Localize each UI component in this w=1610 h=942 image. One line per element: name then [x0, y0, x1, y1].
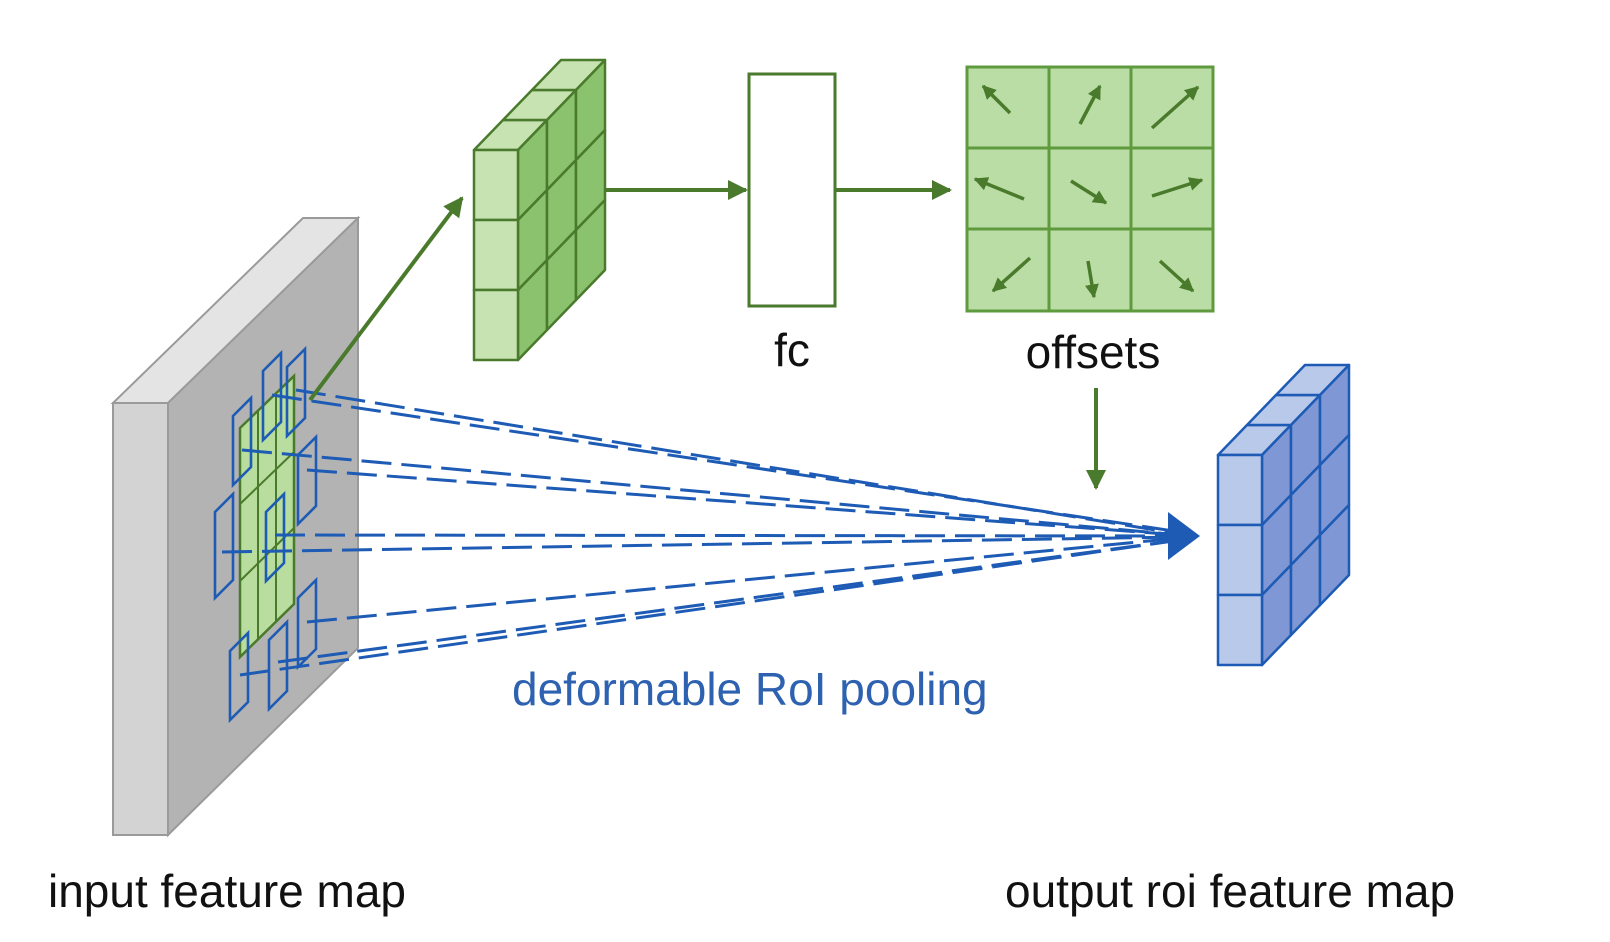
cube-front-cell: [1216, 593, 1264, 667]
deformed-bin: [231, 394, 253, 489]
pooling-line: [306, 468, 1181, 537]
offset-arrow: [1151, 177, 1204, 198]
fc-layer-box: [747, 72, 837, 308]
cube-side-cell: [574, 198, 607, 302]
input-feature-map-label: input feature map: [48, 865, 406, 917]
deformed-bin: [267, 618, 289, 713]
offsets-grid: [965, 65, 1215, 313]
pooling-line: [277, 538, 1181, 664]
cube-front-cell: [1216, 453, 1264, 527]
deformed-bin: [285, 345, 307, 440]
pooling-line: [241, 448, 1181, 537]
output-roi-cube: [1216, 363, 1351, 667]
offset-arrow: [1158, 259, 1195, 293]
deformed-bins: [213, 345, 318, 724]
offset-arrow: [1070, 179, 1108, 205]
pooling-line: [274, 533, 1181, 538]
offset-arrow: [981, 84, 1012, 115]
cube-front-cell: [472, 148, 520, 222]
cube-side-cell: [1318, 503, 1351, 607]
fc-label: fc: [774, 324, 810, 376]
pooling-line: [221, 535, 1181, 554]
cube-front-cell: [1216, 523, 1264, 597]
cube-front-cell: [472, 218, 520, 292]
offset-arrow: [1150, 85, 1200, 130]
pooling-line: [306, 536, 1181, 624]
input-map-left-face: [112, 402, 169, 836]
deformed-bin: [296, 576, 318, 671]
cube-front-cell: [472, 288, 520, 362]
offset-arrow: [991, 256, 1032, 293]
offset-arrow: [1078, 84, 1102, 125]
pooling-lines: [221, 388, 1181, 677]
deformed-bin: [264, 490, 286, 585]
input-feature-map: [110, 215, 361, 838]
roi-grid-line: [239, 451, 295, 505]
deformed-bin: [296, 433, 318, 528]
offset-arrow: [1085, 260, 1099, 299]
offsets-label: offsets: [1026, 326, 1161, 378]
conv-feature-cube: [472, 58, 607, 362]
deformed-bin: [228, 629, 250, 724]
deformed-bin: [213, 490, 235, 602]
roi-to-conv-arrow: [308, 196, 464, 402]
pooling-line: [271, 393, 1181, 534]
pooling-arrowhead: [1168, 512, 1200, 560]
offset-arrow: [973, 177, 1025, 201]
deformed-bin: [261, 349, 283, 444]
pooling-line: [295, 388, 1181, 536]
output-roi-feature-map-label: output roi feature map: [1005, 865, 1455, 917]
pooling-label: deformable RoI pooling: [512, 663, 988, 715]
